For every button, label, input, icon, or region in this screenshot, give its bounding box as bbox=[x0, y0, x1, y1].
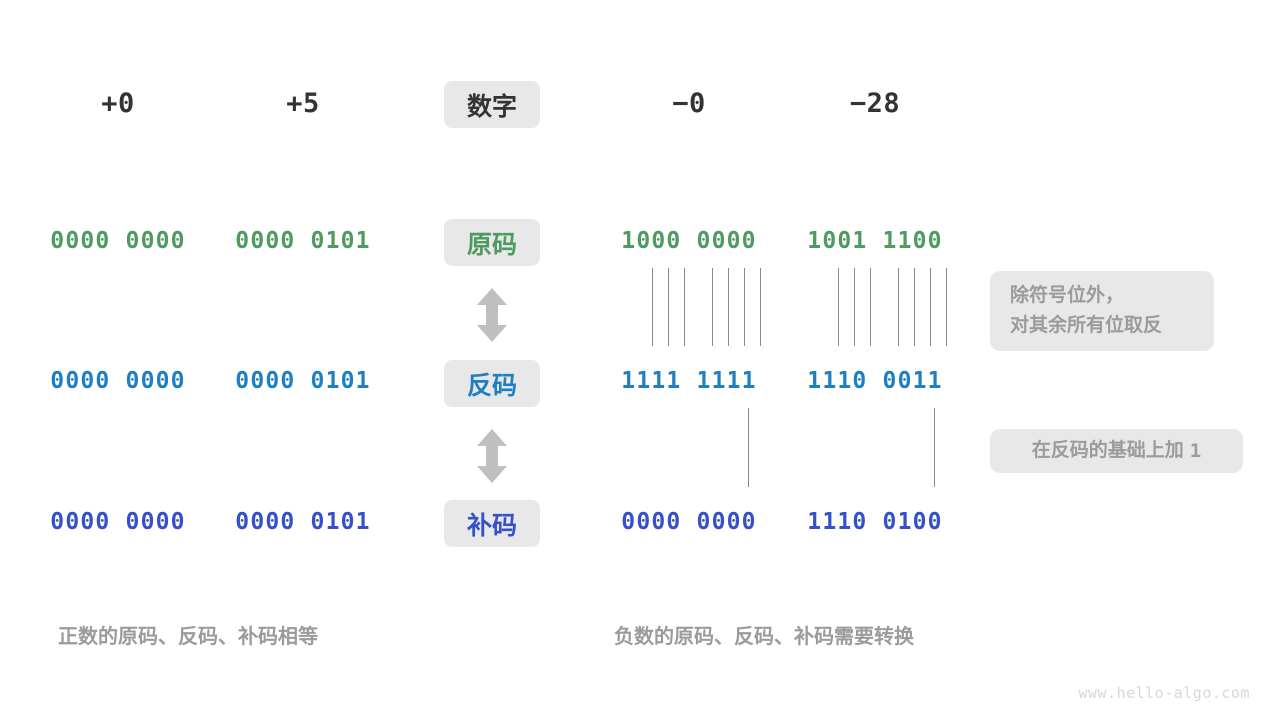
bit-connector-line bbox=[854, 268, 855, 346]
column-header-plus-five: +5 bbox=[286, 88, 320, 119]
bit-connector-line bbox=[712, 268, 713, 346]
arrow-ones-to-twos bbox=[475, 429, 509, 488]
bit-connector-line bbox=[838, 268, 839, 346]
column-header-minus-zero: −0 bbox=[672, 88, 706, 119]
bit-connector-line bbox=[946, 268, 947, 346]
bit-connector-line bbox=[652, 268, 653, 346]
bits-twos-complement-minus-28: 1110 0100 bbox=[807, 509, 943, 535]
caption-negative: 负数的原码、反码、补码需要转换 bbox=[614, 626, 914, 648]
bits-ones-complement-plus-zero: 0000 0000 bbox=[50, 368, 186, 394]
bits-ones-complement-minus-zero: 1111 1111 bbox=[621, 368, 757, 394]
bits-ones-complement-plus-five: 0000 0101 bbox=[235, 368, 371, 394]
bit-connector-line bbox=[930, 268, 931, 346]
bits-sign-magnitude-plus-zero: 0000 0000 bbox=[50, 228, 186, 254]
chip-number-title: 数字 bbox=[444, 81, 540, 128]
carry-connector-line bbox=[934, 408, 935, 487]
column-header-plus-zero: +0 bbox=[101, 88, 135, 119]
bits-twos-complement-plus-five: 0000 0101 bbox=[235, 509, 371, 535]
bit-connector-line bbox=[684, 268, 685, 346]
note-invert-line-2: 对其余所有位取反 bbox=[1010, 315, 1163, 336]
caption-positive: 正数的原码、反码、补码相等 bbox=[58, 626, 318, 648]
watermark: www.hello-algo.com bbox=[1078, 684, 1250, 702]
bit-connector-line bbox=[668, 268, 669, 346]
bits-sign-magnitude-minus-28: 1001 1100 bbox=[807, 228, 943, 254]
bits-ones-complement-minus-28: 1110 0011 bbox=[807, 368, 943, 394]
carry-connector-line bbox=[748, 408, 749, 487]
note-add-one: 在反码的基础上加 1 bbox=[990, 429, 1243, 473]
chip-sign-magnitude: 原码 bbox=[444, 219, 540, 266]
bit-connector-line bbox=[870, 268, 871, 346]
note-invert-line-1: 除符号位外， bbox=[1010, 285, 1125, 306]
chip-twos-complement: 补码 bbox=[444, 500, 540, 547]
bit-connector-line bbox=[760, 268, 761, 346]
note-invert-bits: 除符号位外， 对其余所有位取反 bbox=[990, 271, 1214, 351]
bits-twos-complement-plus-zero: 0000 0000 bbox=[50, 509, 186, 535]
chip-ones-complement: 反码 bbox=[444, 360, 540, 407]
column-header-minus-28: −28 bbox=[849, 88, 901, 119]
bits-sign-magnitude-minus-zero: 1000 0000 bbox=[621, 228, 757, 254]
bit-connector-line bbox=[728, 268, 729, 346]
bits-sign-magnitude-plus-five: 0000 0101 bbox=[235, 228, 371, 254]
bit-connector-line bbox=[914, 268, 915, 346]
note-add-one-text: 在反码的基础上加 bbox=[1031, 440, 1184, 461]
arrow-sign-to-ones bbox=[475, 288, 509, 347]
bits-twos-complement-minus-zero: 0000 0000 bbox=[621, 509, 757, 535]
bit-connector-line bbox=[898, 268, 899, 346]
note-add-one-value: 1 bbox=[1189, 440, 1202, 462]
bit-connector-line bbox=[744, 268, 745, 346]
